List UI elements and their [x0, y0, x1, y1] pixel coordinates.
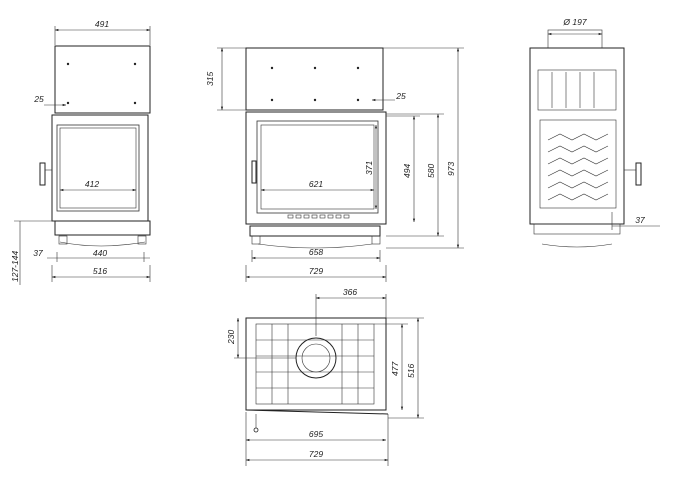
flue-outlet-inner	[301, 343, 331, 373]
air-control-slots	[287, 214, 350, 219]
dim-rear-leg-offset: 37	[635, 215, 645, 225]
dim-side-door-height: 494	[402, 164, 412, 178]
dim-side-top-height: 315	[205, 72, 215, 86]
side-dimensions: 315 25 371 494 580 973 621 658 729	[205, 47, 464, 282]
dim-side-glass-height: 371	[364, 161, 374, 175]
front-dimensions: 491 25 412 37 440 516 127-144	[10, 19, 151, 285]
side-view	[245, 47, 387, 249]
rear-view	[529, 29, 642, 248]
firebrick-chevrons	[547, 133, 609, 201]
dim-top-inner-width: 695	[309, 429, 323, 439]
dim-rear-flue-diameter: Ø 197	[562, 17, 586, 27]
dim-side-body-height: 580	[426, 164, 436, 178]
dim-top-inner-depth: 477	[390, 362, 400, 376]
dim-front-width-top: 491	[95, 19, 109, 29]
top-grid-lines	[256, 324, 374, 404]
dim-side-door-frame: 25	[395, 91, 406, 101]
side-top-screws	[270, 66, 360, 102]
dim-side-glass-width: 621	[309, 179, 323, 189]
top-view	[245, 317, 389, 433]
dim-front-leg-span: 440	[93, 248, 107, 258]
dim-front-leg-offset: 37	[33, 248, 43, 258]
dim-side-total-width: 729	[309, 266, 323, 276]
front-view	[39, 45, 151, 247]
dim-front-door-frame: 25	[33, 94, 44, 104]
dim-top-outer-depth: 516	[406, 364, 416, 378]
rear-dimensions: Ø 197 37	[547, 17, 660, 230]
dim-side-leg-span: 658	[309, 247, 323, 257]
dim-side-total-height: 973	[446, 162, 456, 176]
dim-front-leg-height: 127-144	[10, 251, 20, 282]
dim-front-total-width: 516	[93, 266, 107, 276]
front-top-screws	[66, 62, 137, 105]
dim-top-flue-offset: 230	[226, 330, 236, 345]
dim-top-flue-center: 366	[343, 287, 357, 297]
dim-front-glass-width: 412	[85, 179, 99, 189]
dim-top-outer-width: 729	[309, 449, 323, 459]
top-dimensions: 366 230 477 516 695 729	[226, 287, 424, 466]
baffle-lines	[551, 72, 595, 108]
